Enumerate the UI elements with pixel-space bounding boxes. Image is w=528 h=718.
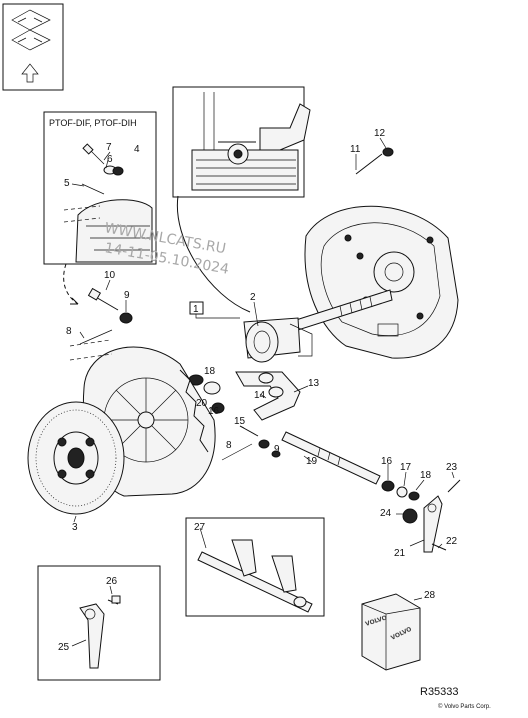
callout-10: 10 (104, 270, 116, 281)
watermark: WWW.NLCATS.RU 14-11-05.10.2024 (103, 220, 230, 278)
callout-17: 17 (400, 462, 412, 473)
callout-3: 3 (72, 522, 78, 533)
lever-21 (423, 495, 443, 553)
pin-8-lower (221, 443, 253, 461)
inset-27 (185, 517, 325, 617)
callout-1-box (189, 301, 204, 315)
callout-9-upper: 9 (124, 290, 130, 301)
callout-9-lower: 9 (274, 444, 280, 455)
callout-8-lower: 8 (226, 440, 232, 451)
inset-25 (37, 565, 161, 681)
reference-number: R35333 (420, 686, 459, 698)
callout-12: 12 (374, 128, 386, 139)
callout-5: 5 (64, 178, 70, 189)
callout-6: 6 (107, 154, 113, 165)
callout-2: 2 (250, 292, 256, 303)
callout-22: 22 (446, 536, 458, 547)
callout-16-right: 16 (381, 456, 393, 467)
callout-18-left: 18 (204, 366, 216, 377)
callout-4: 4 (134, 144, 140, 155)
callout-8-upper: 8 (66, 326, 72, 337)
bush-16-left (211, 402, 225, 414)
copyright: © Volvo Parts Corp. (438, 703, 491, 710)
stud-11 (355, 153, 383, 175)
washer-9-lower (258, 439, 270, 449)
detail-leader (176, 195, 251, 313)
section-detail (172, 86, 311, 198)
callout-25: 25 (58, 642, 70, 653)
grease-box: VOLVO VOLVO (361, 593, 421, 671)
pin-8-guide (69, 339, 113, 361)
inset-ptof: PTOF-DIF, PTOF-DIH (43, 111, 157, 265)
callout-15: 15 (234, 416, 246, 427)
callout-23: 23 (446, 462, 458, 473)
callout-11: 11 (350, 144, 361, 155)
pin-8-upper (79, 329, 113, 345)
callout-14: 14 (254, 390, 266, 401)
bolt-23 (447, 479, 461, 493)
inset-arrow (63, 263, 79, 305)
leader-lines (71, 137, 455, 647)
bolt-10-head (87, 287, 102, 301)
flywheel-housing (304, 205, 459, 359)
ring-18-right (408, 491, 420, 501)
bushing-24 (402, 508, 418, 524)
callout-13: 13 (308, 378, 320, 389)
callout-20: 20 (196, 398, 208, 409)
callout-26: 26 (106, 576, 118, 587)
nut-9-lower (271, 450, 281, 458)
callout-21: 21 (394, 548, 406, 559)
release-fork (235, 371, 301, 421)
inset-header: PTOF-DIF, PTOF-DIH (49, 118, 137, 128)
release-shaft (281, 431, 381, 485)
callout-28: 28 (424, 590, 436, 601)
orientation-icon (2, 3, 64, 91)
callout-1: 1 (193, 304, 199, 315)
callout-19: 19 (306, 456, 318, 467)
callout-27: 27 (194, 522, 206, 533)
callout-18-right: 18 (420, 470, 432, 481)
washer-9-upper (119, 312, 133, 324)
nut-12 (382, 147, 394, 157)
clutch-disc (27, 401, 125, 515)
bolt-10 (93, 295, 119, 311)
seal-17 (396, 486, 408, 498)
bush-20 (203, 381, 221, 395)
callout-16-left: 16 (208, 406, 220, 417)
callout-7: 7 (106, 142, 112, 153)
bushing-16-right (381, 480, 395, 492)
release-bearing (243, 317, 313, 363)
inset-arrow-head (70, 297, 79, 305)
callout-24: 24 (380, 508, 392, 519)
